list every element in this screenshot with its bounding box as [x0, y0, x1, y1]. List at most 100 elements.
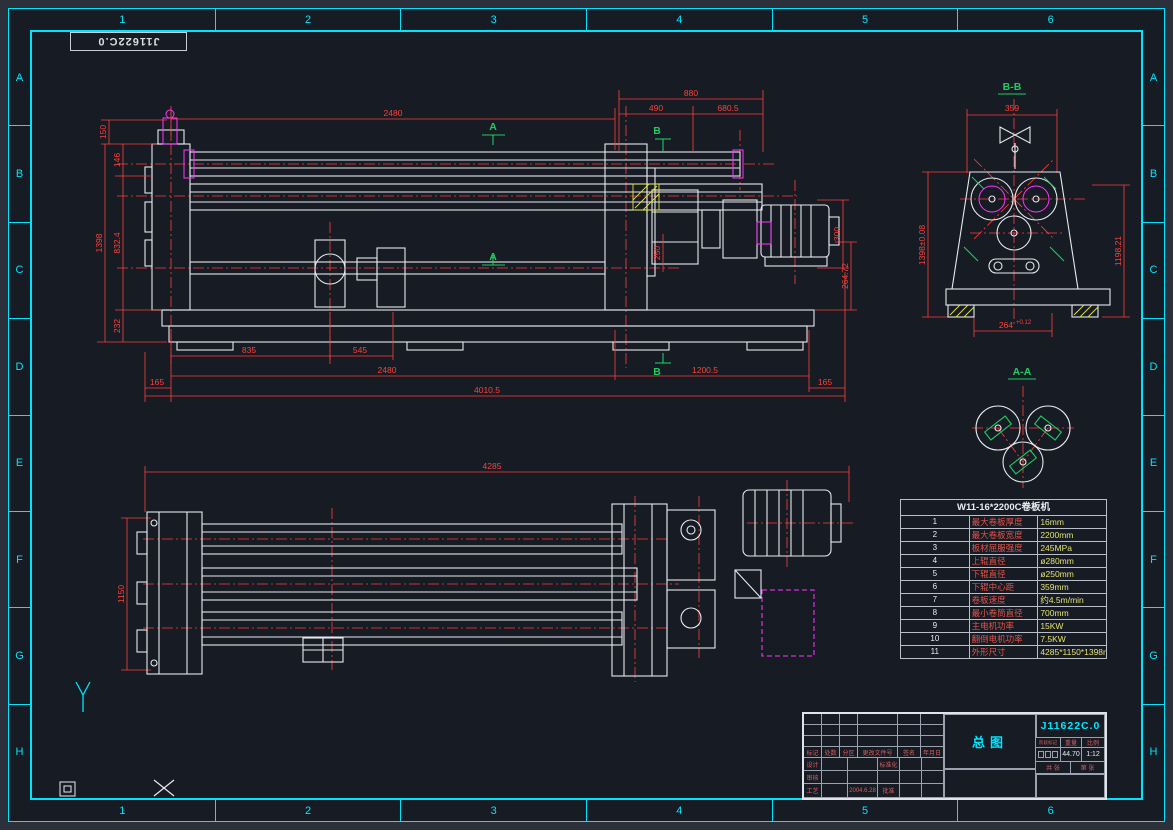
- spec-row-value: 359mm: [1037, 580, 1107, 594]
- zone-row-label: H: [9, 703, 30, 800]
- spec-row-value: ø250mm: [1037, 567, 1107, 581]
- title-block: 标记 处数 分区 更改文件号 签名 年月日 设计 标准化 审核 工艺 2004.…: [802, 712, 1107, 800]
- spec-row-no: 11: [900, 645, 970, 659]
- dim-text: 490: [649, 103, 663, 113]
- spec-row-value: 16mm: [1037, 515, 1107, 529]
- hdr-zone: 分区: [840, 747, 858, 758]
- dim-text: 1398: [94, 233, 104, 252]
- dim-text: 1398±0.08: [917, 225, 927, 265]
- spec-row-no: 4: [900, 554, 970, 568]
- aa-key-marks: [983, 415, 1063, 475]
- aa-centerlines: [972, 386, 1074, 488]
- section-label-b: B: [653, 125, 661, 137]
- dim-text: 1198.21: [1113, 236, 1123, 266]
- dim-text: 1150: [116, 585, 126, 604]
- front-section-marks: [482, 134, 671, 364]
- drawing-paper: [8, 8, 1165, 822]
- front-magenta-details: [162, 109, 772, 245]
- zone-row-label: D: [9, 318, 30, 414]
- zone-row-label: D: [1143, 318, 1164, 414]
- zone-band-right: A B C D E F G H: [1143, 30, 1164, 800]
- dim-text: 832.4: [112, 232, 122, 254]
- zone-col-label: 6: [957, 9, 1143, 30]
- dim-text: 264.72: [840, 263, 850, 289]
- revision-row: [804, 714, 944, 725]
- drawing-area: J11622C.0: [30, 30, 1143, 800]
- zone-col-label: 2: [214, 9, 401, 30]
- stage-label: 阶段标记: [1036, 738, 1061, 748]
- front-view: 2480 880 490 680.5 150 1398 146 832.4 23…: [94, 88, 857, 402]
- y-datum-mark: [75, 681, 91, 712]
- zone-col-label: 1: [119, 804, 126, 817]
- dim-text: 359: [1005, 103, 1019, 113]
- hdr-date: 年月日: [921, 747, 944, 758]
- sheet-row: 共 张 第 张: [1036, 762, 1105, 774]
- section-aa-view: A-A: [972, 366, 1074, 488]
- stage-value-row: 44.70 1:12: [1036, 748, 1105, 762]
- revision-header-row: 标记 处数 分区 更改文件号 签名 年月日: [804, 747, 944, 758]
- zone-row-label: F: [9, 510, 30, 607]
- spec-row-value: 2200mm: [1037, 528, 1107, 542]
- dim-text: 4010.5: [474, 385, 500, 395]
- plan-view: 4285 1150: [116, 461, 855, 682]
- dim-tolerance-text: +0.12: [1016, 320, 1032, 326]
- dim-text: 150: [98, 125, 108, 139]
- zone-row-label: H: [1143, 703, 1164, 800]
- spec-table-title: W11-16*2200C卷板机: [900, 499, 1107, 516]
- scale-value: 1:12: [1082, 748, 1105, 762]
- plan-centerlines: [143, 480, 855, 682]
- scale-label: 比例: [1082, 738, 1105, 748]
- plan-dimension-lines: [121, 466, 850, 671]
- spec-row-no: 9: [900, 619, 970, 633]
- section-bb-title: B-B: [1003, 81, 1022, 93]
- spec-row-name: 外形尺寸: [968, 645, 1039, 659]
- x-registration-mark: [153, 779, 175, 797]
- plan-machine-outline: [136, 489, 842, 677]
- dim-text: 300: [832, 227, 842, 241]
- spec-row-name: 最大卷板厚度: [968, 515, 1039, 529]
- spec-row-value: 245MPa: [1037, 541, 1107, 555]
- spec-row-value: 约4.5m/min: [1037, 593, 1107, 607]
- revision-row: [804, 736, 944, 747]
- dim-text: 146: [112, 153, 122, 167]
- zone-col-label: 4: [586, 9, 772, 30]
- dim-text: 4285: [483, 461, 502, 471]
- front-dimension-lines: [97, 90, 857, 402]
- bb-dimension-lines: [922, 109, 1130, 337]
- spec-row-name: 翻倒电机功率: [968, 632, 1039, 646]
- spec-row-no: 10: [900, 632, 970, 646]
- spec-row-value: 4285*1150*1398mm: [1037, 645, 1107, 659]
- zone-col-label: 5: [771, 800, 958, 821]
- role-review: 审核: [804, 771, 822, 784]
- aa-rolls: [975, 405, 1071, 483]
- stage-header-row: 阶段标记 重量 比例: [1036, 738, 1105, 748]
- role-process: 工艺: [804, 784, 822, 798]
- dim-text: 680.5: [717, 103, 739, 113]
- mirrored-drawing-number: J11622C.0: [70, 32, 187, 51]
- spec-row-value: 700mm: [1037, 606, 1107, 620]
- zone-row-label: E: [9, 414, 30, 511]
- weight-label: 重量: [1061, 738, 1082, 748]
- revision-row: [804, 725, 944, 736]
- spec-row-name: 上辊直径: [968, 554, 1039, 568]
- corner-mark: [59, 781, 76, 797]
- zone-row-label: A: [1149, 71, 1158, 84]
- section-label-a: A: [489, 251, 497, 263]
- front-centerlines: [117, 106, 797, 368]
- spec-row-no: 8: [900, 606, 970, 620]
- zone-col-label: 2: [214, 800, 401, 821]
- spec-row-no: 7: [900, 593, 970, 607]
- spec-row-value: 7.5KW: [1037, 632, 1107, 646]
- zone-col-label: 4: [586, 800, 772, 821]
- zone-row-label: C: [1143, 221, 1164, 318]
- spec-row-name: 卷板速度: [968, 593, 1039, 607]
- zone-row-label: C: [9, 221, 30, 318]
- hdr-mark: 标记: [804, 747, 822, 758]
- part-name: 总图: [944, 714, 1036, 769]
- weight-value: 44.70: [1061, 748, 1082, 762]
